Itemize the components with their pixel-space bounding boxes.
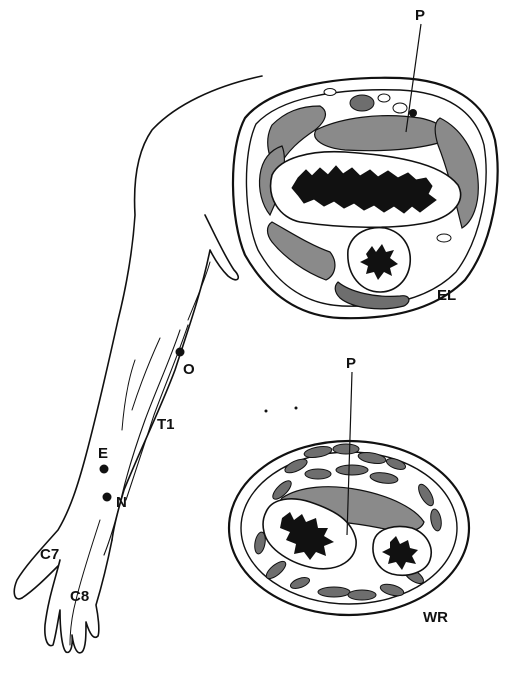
label-e: E [98,445,108,462]
arm-outline-inner [112,215,238,540]
label-o: O [183,361,195,378]
point-o-dot [176,348,185,357]
label-t1: T1 [157,416,175,433]
arm-outline-outer [14,76,262,599]
elbow-pointer-dot [409,109,417,117]
point-e-dot [100,465,109,474]
dermatome-line-5 [70,520,100,645]
point-n-dot [103,493,112,502]
elbow-vessel-4 [437,234,451,242]
elbow-vessel-2 [378,94,390,102]
dermatome-line-3 [132,338,160,410]
wrist-cross-section [229,372,469,615]
label-c8: C8 [70,588,89,605]
dermatome-line-6 [188,262,210,320]
elbow-cross-section [233,24,498,318]
label-el: EL [437,287,456,304]
elbow-vessel-3 [324,89,336,96]
arm-illustration [14,76,262,653]
elbow-vessel-1 [350,95,374,111]
speck-1 [265,410,268,413]
label-c7: C7 [40,546,59,563]
elbow-vessel-5 [393,103,407,113]
label-p-top: P [415,7,425,24]
dermatome-line-4 [122,360,135,430]
label-n: N [116,494,127,511]
thumb-outline [22,566,58,598]
dermatome-line-1 [104,330,180,555]
speck-2 [295,407,298,410]
label-wr: WR [423,609,448,626]
label-p-bottom: P [346,355,356,372]
